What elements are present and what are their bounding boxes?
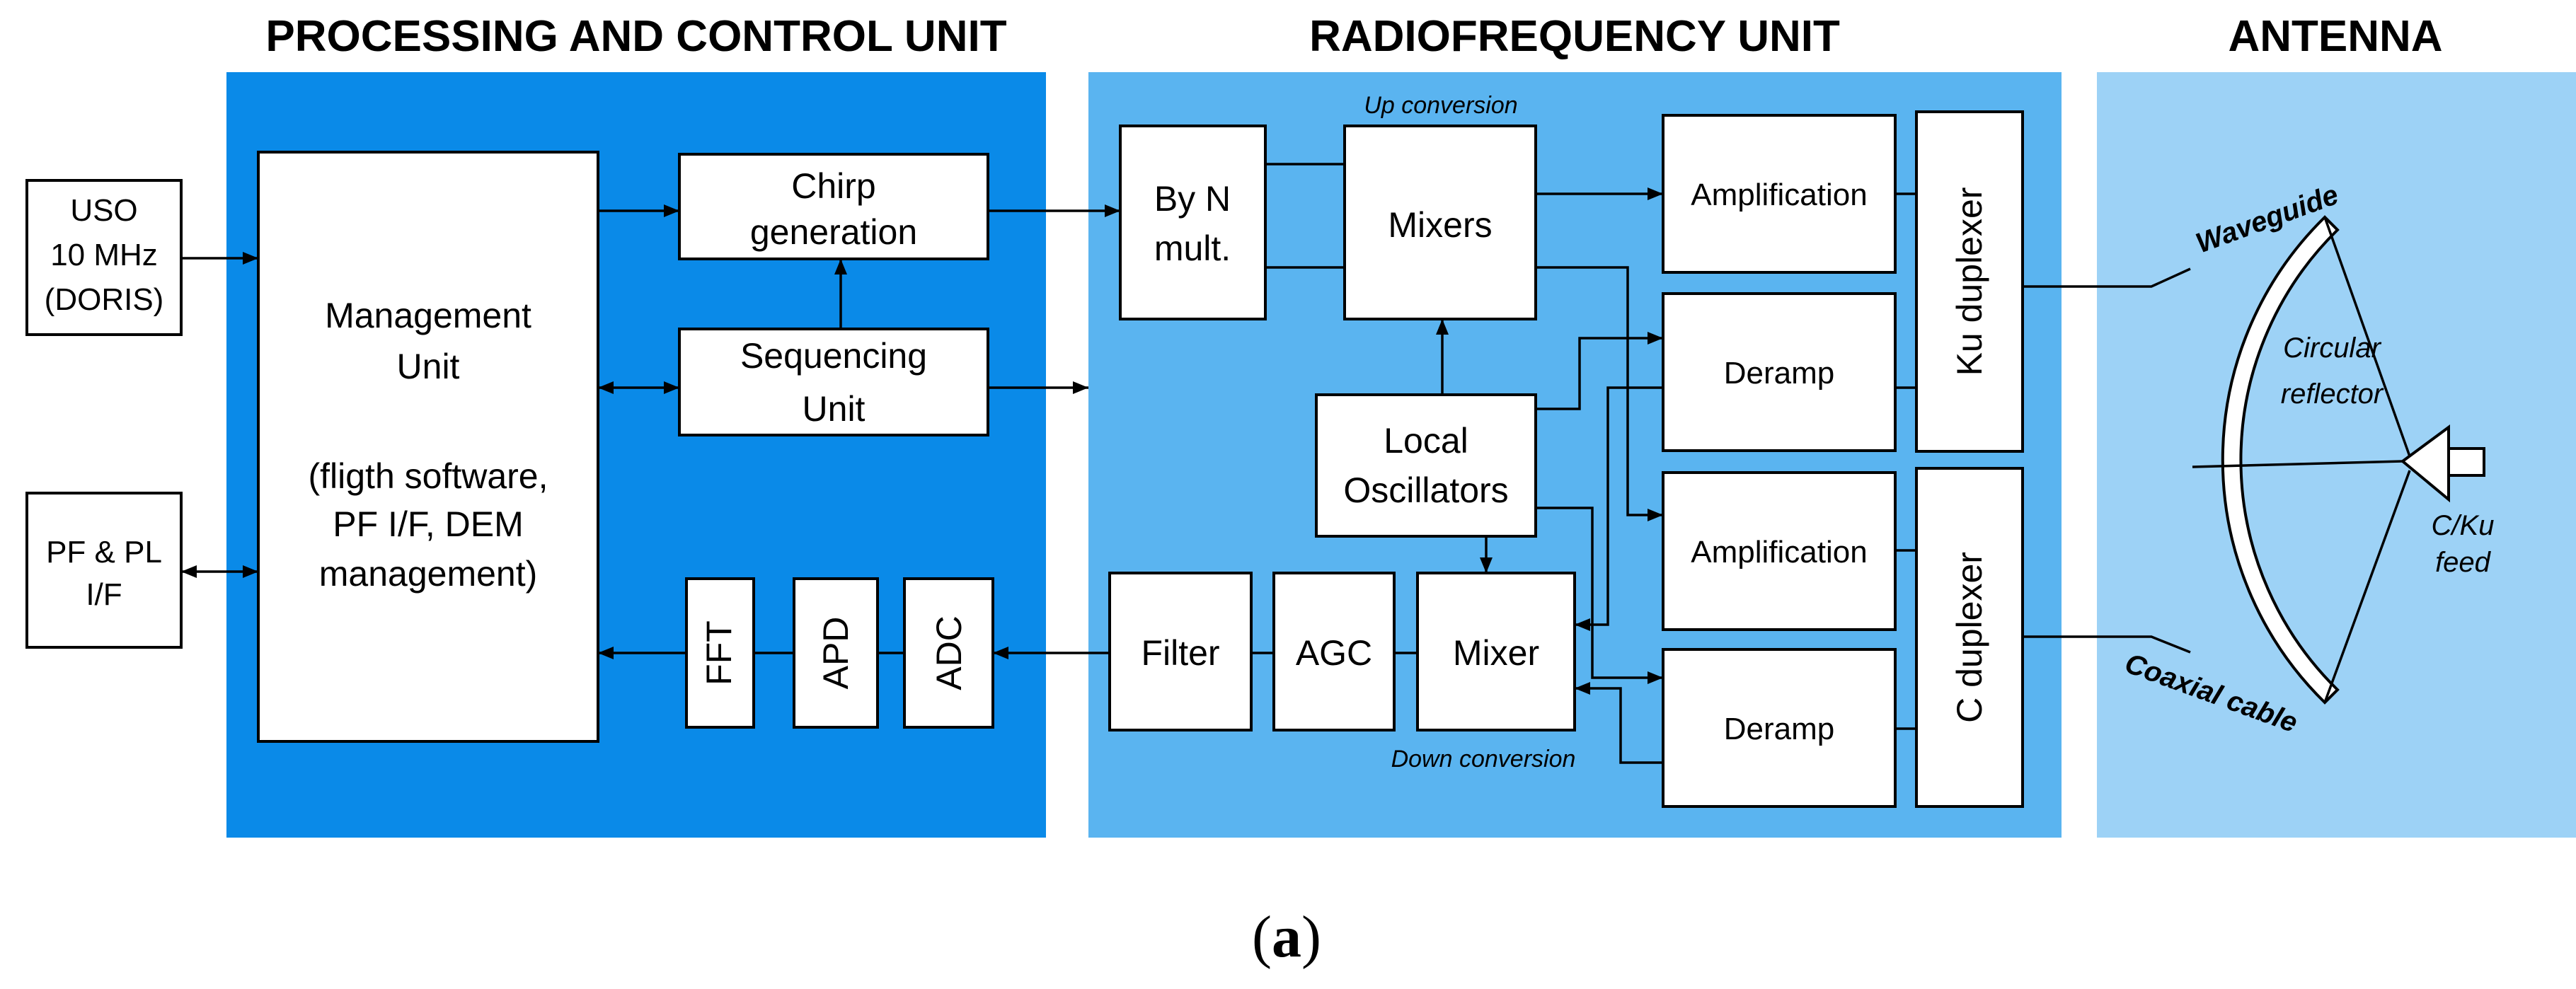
c-duplexer-block: C duplexer (1915, 467, 2024, 808)
apd-label: APD (816, 617, 856, 690)
uso-line-3: (DORIS) (45, 282, 164, 317)
uso-line-1: USO (70, 193, 137, 228)
mixers-block: Mixers (1343, 125, 1537, 320)
management-line-3: (fligth software, (308, 456, 548, 496)
agc-label: AGC (1296, 633, 1372, 673)
mixer-label: Mixer (1453, 633, 1539, 673)
by-n-line-1: By N (1154, 179, 1231, 219)
antenna-title: ANTENNA (2228, 12, 2442, 61)
signal-connections (181, 163, 2191, 764)
c-deramp-label: Deramp (1724, 712, 1835, 746)
c-duplexer-label: C duplexer (1950, 552, 1989, 723)
ku-deramp-label: Deramp (1724, 356, 1835, 391)
mixer-block: Mixer (1416, 572, 1576, 731)
management-unit-block: Management Unit (fligth software, PF I/F… (257, 151, 599, 743)
chirp-line-2: generation (750, 212, 917, 252)
up-conversion-label: Up conversion (1364, 92, 1517, 119)
caption-close-paren: ) (1301, 904, 1321, 970)
local-osc-line-2: Oscillators (1343, 470, 1508, 510)
ku-amplification-block: Amplification (1662, 114, 1897, 274)
reflector-line-2: reflector (2281, 378, 2384, 410)
caption-open-paren: ( (1252, 904, 1272, 970)
filter-label: Filter (1141, 633, 1219, 673)
agc-block: AGC (1272, 572, 1396, 731)
management-line-5: management) (319, 554, 538, 594)
pf-pl-line-2: I/F (86, 577, 122, 612)
c-deramp-block: Deramp (1662, 648, 1897, 808)
feed-line-1: C/Ku (2432, 510, 2495, 541)
management-line-4: PF I/F, DEM (333, 504, 523, 544)
fft-block: FFT (685, 577, 755, 729)
uso-line-2: 10 MHz (50, 238, 158, 272)
c-amplification-label: Amplification (1691, 535, 1867, 569)
uso-block: USO 10 MHz (DORIS) (25, 179, 183, 336)
ku-duplexer-block: Ku duplexer (1915, 110, 2024, 453)
management-line-1: Management (325, 296, 531, 335)
pf-pl-interface-block: PF & PL I/F (25, 492, 183, 649)
circular-reflector (2221, 215, 2340, 705)
c-amplification-block: Amplification (1662, 471, 1897, 631)
by-n-line-2: mult. (1154, 229, 1231, 268)
sequencing-line-2: Unit (803, 389, 866, 429)
ku-amplification-label: Amplification (1691, 178, 1867, 212)
antenna-panel (2097, 72, 2576, 838)
feed-line-2: feed (2435, 547, 2492, 578)
ku-deramp-block: Deramp (1662, 292, 1897, 452)
by-n-multiplier-block: By N mult. (1119, 125, 1267, 320)
filter-block: Filter (1108, 572, 1253, 731)
sequencing-unit-block: Sequencing Unit (678, 328, 989, 436)
mixers-label: Mixers (1388, 205, 1492, 245)
local-oscillators-block: Local Oscillators (1315, 393, 1537, 538)
apd-block: APD (793, 577, 879, 729)
local-osc-line-1: Local (1384, 421, 1468, 461)
pf-pl-line-1: PF & PL (46, 535, 162, 569)
sequencing-line-1: Sequencing (740, 336, 927, 376)
processing-unit-title: PROCESSING AND CONTROL UNIT (265, 12, 1006, 61)
figure-caption: (a) (1252, 904, 1321, 970)
chirp-line-1: Chirp (791, 166, 875, 206)
caption-letter: a (1272, 904, 1301, 970)
feed-waveguide (2447, 447, 2485, 477)
down-conversion-label: Down conversion (1391, 746, 1576, 773)
radiofrequency-unit-title: RADIOFREQUENCY UNIT (1309, 12, 1840, 61)
ku-duplexer-label: Ku duplexer (1950, 187, 1989, 376)
chirp-generation-block: Chirp generation (678, 153, 989, 260)
adc-block: ADC (903, 577, 994, 729)
reflector-line-1: Circular (2283, 332, 2381, 364)
management-line-2: Unit (397, 347, 460, 386)
adc-label: ADC (929, 615, 969, 690)
fft-label: FFT (699, 620, 739, 686)
